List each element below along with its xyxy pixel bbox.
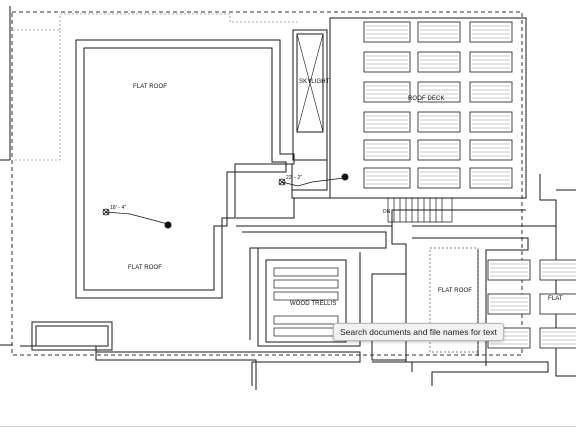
label-flat-roof-top-left: FLAT ROOF	[133, 84, 168, 90]
skylight-frame-outer	[292, 29, 328, 161]
level-dot-icon	[164, 221, 172, 229]
label-flat-far-right: FLAT	[548, 296, 563, 302]
roof-deck-pavers	[363, 21, 513, 189]
paver-hatching	[366, 25, 510, 185]
stair	[387, 197, 453, 223]
roof-outline-outer	[75, 39, 295, 299]
label-roof-deck: ROOF DECK	[408, 96, 445, 102]
label-stair-down: DN	[383, 209, 391, 215]
level-dot-icon	[341, 173, 349, 181]
label-flat-roof-bottom-left: FLAT ROOF	[128, 265, 163, 271]
label-elevation-1: 18' - 4"	[110, 205, 127, 211]
right-flat-roof-outline	[429, 247, 479, 353]
label-wood-trellis: WOOD TRELLIS	[290, 301, 337, 307]
elevation-target-icon	[278, 177, 345, 187]
label-skylight: SKYLIGHT	[299, 79, 330, 85]
dashed-inner-line	[13, 29, 61, 161]
dashed-perimeter	[11, 11, 523, 356]
search-tooltip: Search documents and file names for text	[333, 323, 504, 341]
roof-outline-inner	[83, 47, 287, 291]
bottom-divider	[0, 426, 576, 427]
label-elevation-2: 22' - 2"	[286, 175, 303, 181]
label-flat-roof-right: FLAT ROOF	[438, 288, 473, 294]
roof-deck-outline	[329, 17, 527, 199]
elevation-target-icon	[102, 208, 169, 225]
trellis-outline	[265, 259, 347, 343]
